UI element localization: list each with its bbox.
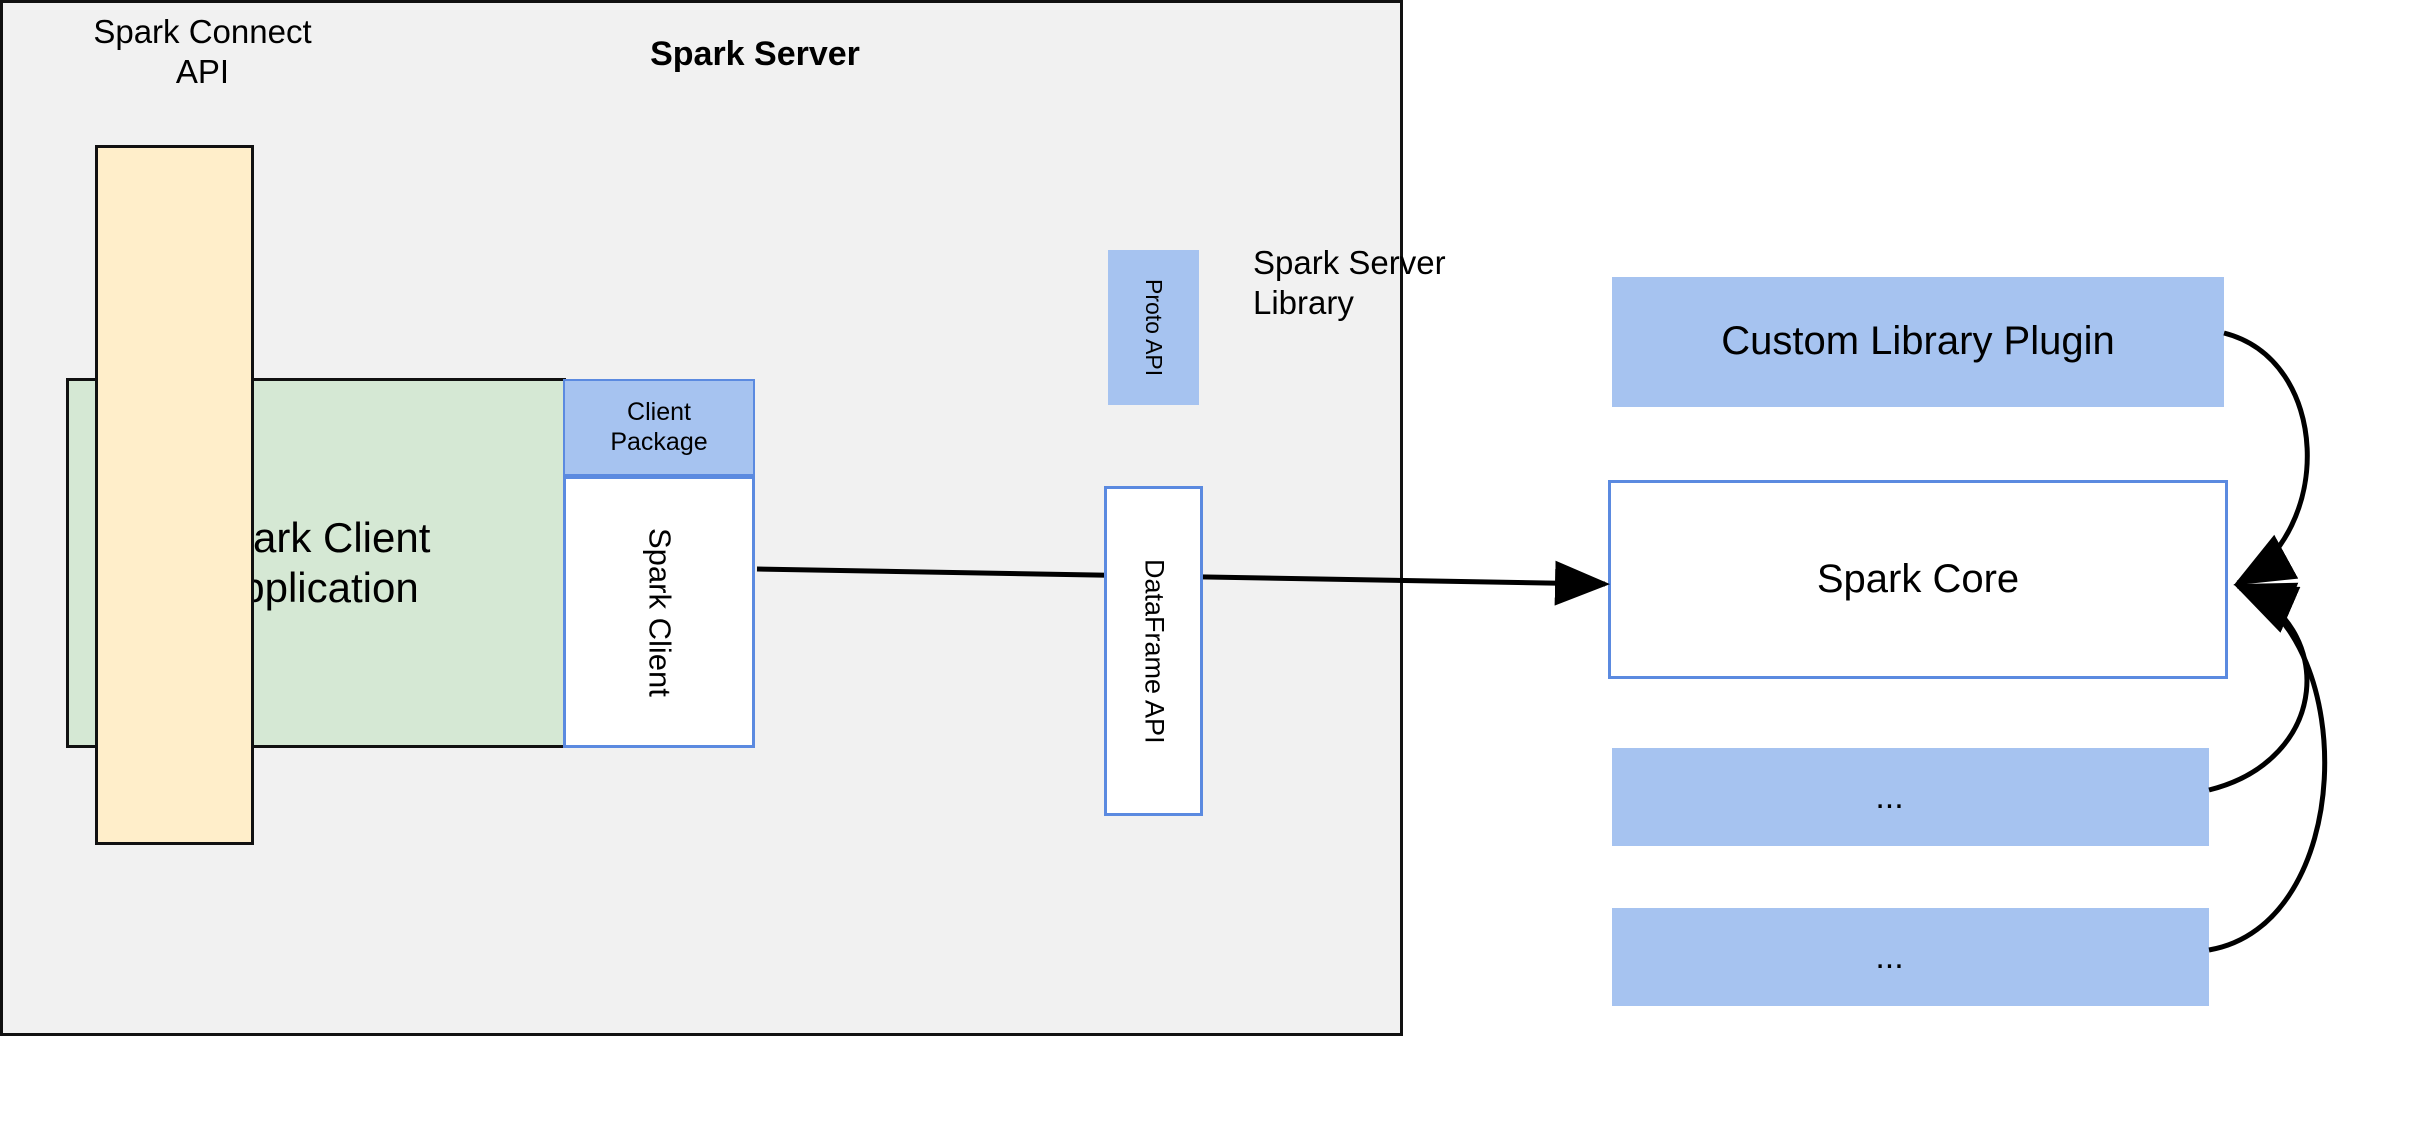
spark-core-box: Spark Core	[1608, 480, 2228, 679]
spark-connect-api-column	[95, 145, 254, 845]
dataframe-api-label: DataFrame API	[1139, 558, 1170, 744]
spark-core-label: Spark Core	[1816, 556, 2020, 601]
spark-client-box: Spark Client	[563, 476, 755, 748]
spark-server-library-label: Spark Server Library	[1253, 244, 1446, 322]
arrow-plugin-to-core	[2223, 330, 2310, 586]
dataframe-api-box: DataFrame API	[1104, 486, 1203, 816]
placeholder-label-2: ...	[1875, 937, 1904, 976]
placeholder-label-1: ...	[1875, 777, 1904, 816]
spark-client-label: Spark Client	[642, 527, 678, 697]
custom-library-plugin-box: Custom Library Plugin	[1612, 277, 2224, 407]
placeholder-component-box-2: ...	[1612, 908, 2209, 1006]
spark-connect-api-label: Spark Connect API	[93, 13, 312, 91]
client-package-header-box: Client Package	[563, 379, 755, 476]
custom-library-plugin-label: Custom Library Plugin	[1721, 319, 2115, 364]
client-package-label: Client Package	[610, 398, 708, 456]
placeholder-component-box-1: ...	[1612, 748, 2209, 846]
proto-api-box: Proto API	[1108, 250, 1199, 405]
spark-server-title: Spark Server	[650, 35, 860, 73]
proto-api-label: Proto API	[1141, 278, 1168, 377]
